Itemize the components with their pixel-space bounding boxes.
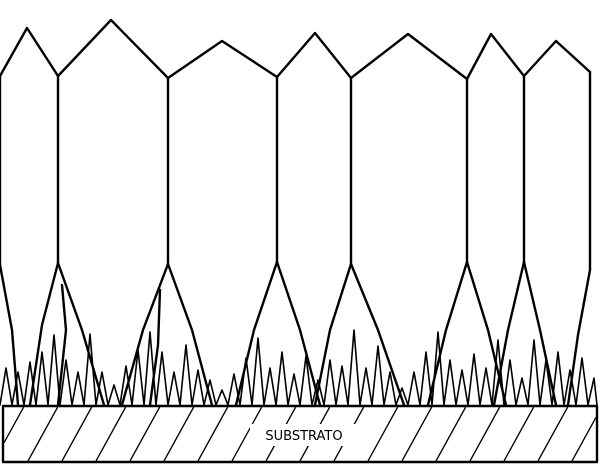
hatch-line bbox=[503, 406, 535, 462]
substrate: SUBSTRATO bbox=[1, 404, 599, 464]
branch bbox=[275, 260, 322, 407]
label-background bbox=[250, 424, 358, 446]
substrate-label: SUBSTRATO bbox=[265, 429, 342, 444]
hatch-line bbox=[163, 406, 195, 462]
grain-top-profile bbox=[0, 18, 592, 81]
hatch-line bbox=[197, 406, 229, 462]
columnar-grains bbox=[0, 18, 598, 407]
branch bbox=[492, 260, 526, 407]
hatch-line bbox=[469, 406, 501, 462]
hatch-line bbox=[401, 406, 433, 462]
branch bbox=[313, 262, 353, 407]
branch bbox=[28, 261, 60, 407]
hatch-line bbox=[231, 406, 263, 462]
branch bbox=[120, 262, 170, 407]
substrate-outline bbox=[1, 404, 599, 464]
hatch-line bbox=[571, 417, 597, 462]
substrate-hatching bbox=[3, 406, 597, 462]
branch bbox=[349, 262, 406, 407]
nucleation-zone bbox=[0, 260, 598, 407]
branch bbox=[56, 283, 68, 407]
hatch-line bbox=[435, 406, 467, 462]
branch bbox=[56, 261, 106, 407]
branch bbox=[465, 260, 508, 407]
hatch-line bbox=[537, 406, 569, 462]
hatch-line bbox=[367, 406, 399, 462]
branch bbox=[522, 260, 558, 407]
hatch-line bbox=[61, 406, 93, 462]
hatch-line bbox=[129, 406, 161, 462]
branch bbox=[166, 262, 214, 407]
hatch-line bbox=[27, 406, 59, 462]
nuclei-sawtooth bbox=[0, 329, 598, 406]
branch bbox=[234, 260, 279, 407]
hatch-line bbox=[3, 406, 25, 444]
branch bbox=[148, 288, 162, 407]
hatch-line bbox=[95, 406, 127, 462]
